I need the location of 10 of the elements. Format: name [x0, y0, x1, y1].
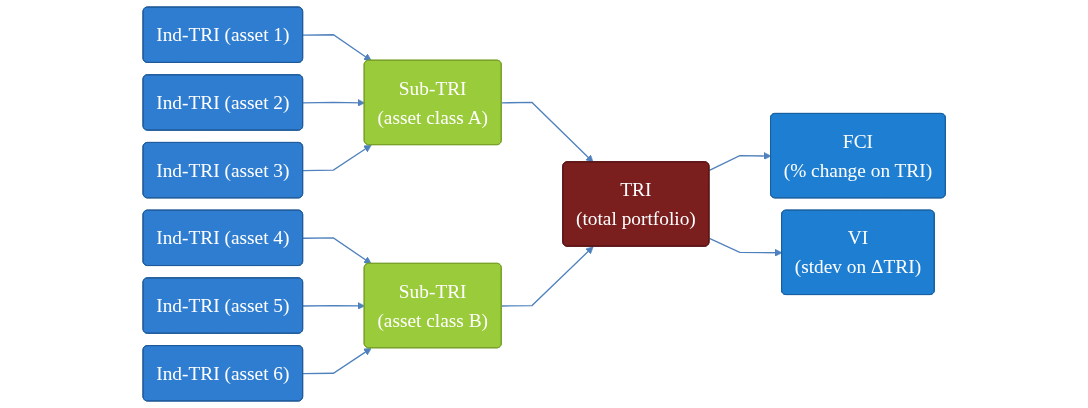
arrow	[708, 152, 772, 172]
arrow	[500, 101, 594, 163]
arrow	[302, 237, 372, 265]
arrow	[302, 144, 372, 172]
arrow	[302, 302, 365, 310]
arrow	[302, 98, 365, 107]
arrow	[302, 347, 372, 375]
arrow	[708, 237, 783, 257]
arrow	[302, 34, 372, 61]
arrow	[500, 246, 594, 307]
